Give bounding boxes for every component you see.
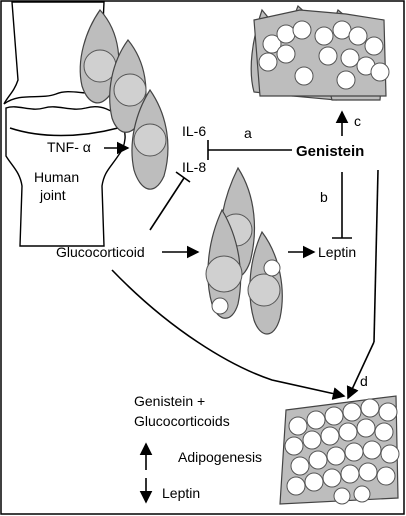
adipocyte-cluster-bottom — [279, 395, 400, 505]
label-a: a — [244, 125, 252, 141]
label-leptin: Leptin — [318, 244, 356, 260]
label-tnf: TNF- α — [47, 139, 91, 155]
arrow-genistein-d — [346, 341, 375, 400]
inhibit-line-gluco — [149, 177, 185, 231]
line-genistein-d — [373, 169, 379, 343]
legend-leptin: Leptin — [162, 485, 200, 501]
label-joint-line1: Human — [34, 169, 79, 185]
connectors — [104, 110, 379, 504]
label-glucocorticoid: Glucocorticoid — [56, 244, 145, 260]
label-il6: IL-6 — [182, 123, 206, 139]
legend-line1: Genistein + — [134, 393, 205, 409]
legend-line2: Glucocorticoids — [134, 413, 230, 429]
label-c: c — [354, 113, 361, 129]
label-genistein: Genistein — [296, 143, 364, 160]
label-d: d — [360, 373, 368, 389]
cell-cluster-middle — [205, 166, 283, 335]
inhibit-bar-gluco — [175, 171, 191, 183]
label-joint-line2: joint — [39, 187, 66, 203]
cell-cluster-1 — [79, 9, 169, 190]
legend-adipogenesis: Adipogenesis — [178, 449, 262, 465]
label-il8: IL-8 — [182, 159, 206, 175]
human-joint-illustration — [3, 1, 126, 247]
adipocyte-cluster-top — [250, 4, 390, 101]
label-b: b — [320, 189, 328, 205]
arrow-gluco-d — [111, 269, 346, 400]
